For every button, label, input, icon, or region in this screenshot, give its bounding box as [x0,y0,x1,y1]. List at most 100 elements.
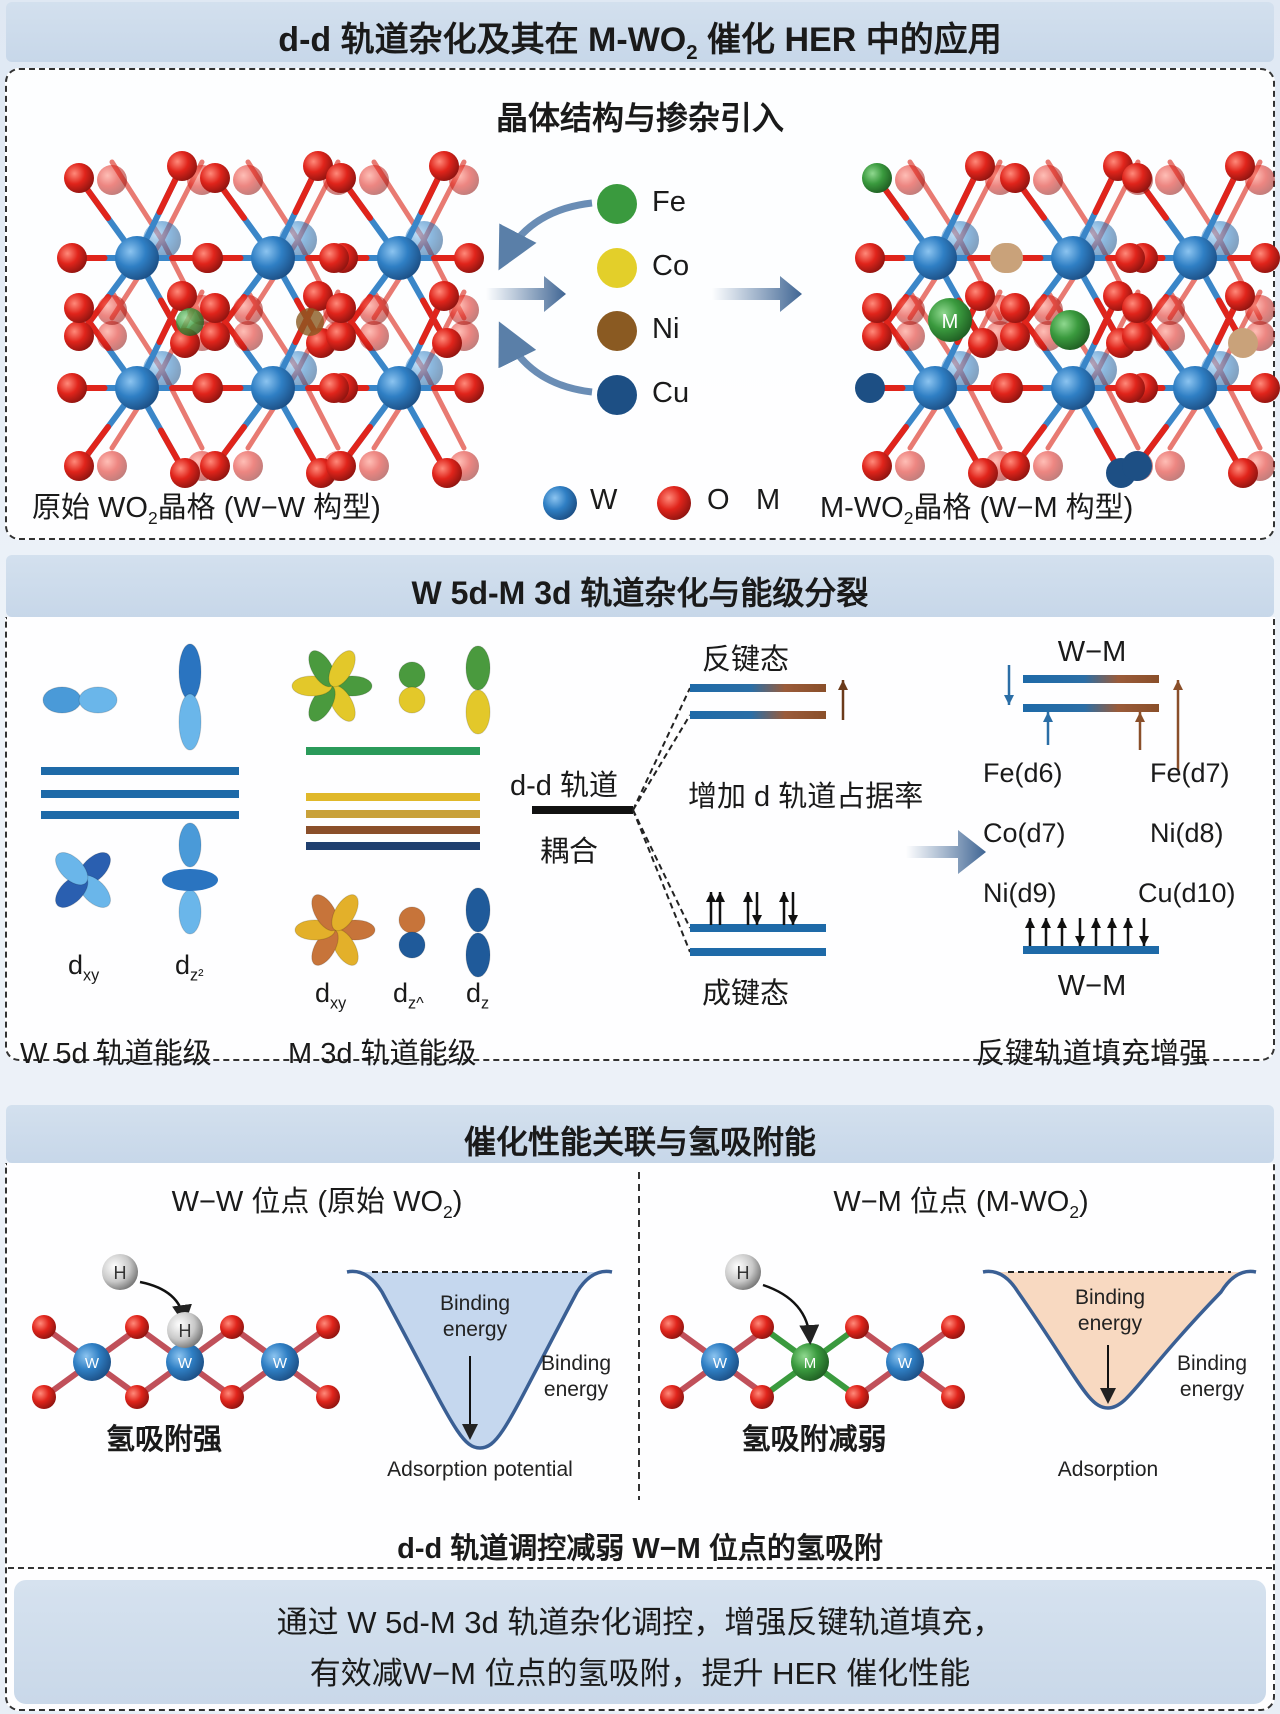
potential-well-right-fill [983,1271,1256,1408]
hydrogen-label: H [737,1263,750,1283]
right-well-side-label-2: energy [1179,1378,1245,1401]
panel-orbital-hybridization [5,617,1275,1061]
oxygen-atom [1122,163,1152,193]
spin-up-arrow-head [706,892,716,902]
oxygen-atom [303,281,333,311]
dopant-atom [1122,451,1152,481]
oxygen-atom-back [359,295,389,325]
spin-up-arrow-head [1123,918,1133,928]
left-well-side-label-1: Binding [540,1352,612,1375]
dopant-co-ball [597,248,637,288]
dopant-atom [296,308,324,336]
w-5d-caption: W 5d 轨道能级 [20,1038,212,1070]
spin-up-arrow-head [1135,712,1145,722]
oxygen-atom [862,451,892,481]
oxygen-atom [1250,373,1280,403]
bonding-level [690,924,826,932]
dopant-label-fe: Fe [652,186,686,218]
oxygen-atom [993,373,1023,403]
dopant-label-cu: Cu [652,377,690,409]
oxygen-atom-back [1155,321,1185,351]
potential-well-left-curve [346,1269,613,1450]
oxygen-atom-back [1155,295,1185,325]
atom-label: W [273,1355,288,1372]
orbital-lobe [328,650,356,688]
oxygen-atom [941,1315,965,1339]
legend-o-ball [657,486,691,520]
orbital-lobe [398,906,426,934]
correlation-dashed-line [632,687,691,811]
oxygen-atom [1000,293,1030,323]
dopant-m-label: M [942,311,959,333]
w-energy-level [41,767,239,775]
spin-down-arrow-head [1004,695,1014,705]
orbital-lobe [465,645,491,691]
oxygen-atom [429,151,459,181]
oxygen-atom [660,1385,684,1409]
dopant-m-atom [791,1343,829,1381]
oxygen-atom-back [1155,165,1185,195]
potential-well-left-fill [347,1271,612,1448]
legend-m-label: M [756,484,781,516]
oxygen-atom [316,1315,340,1339]
orbital-lobe [331,894,359,932]
oxygen-atom-back [97,451,127,481]
oxygen-atom-back [359,451,389,481]
oxygen-atom-back [1033,451,1063,481]
atom-label: M [804,1355,817,1372]
oxygen-atom [200,163,230,193]
orbital-lobe [398,931,426,959]
oxygen-atom [1122,293,1152,323]
config-ni-d8: Ni(d8) [1150,818,1224,848]
atom-label: W [178,1355,193,1372]
wm-antibonding-level [1023,675,1159,683]
dopant-ni-ball [597,311,637,351]
tungsten-atom [115,366,159,410]
oxygen-atom-back [359,165,389,195]
tungsten-atom [73,1343,111,1381]
caption-doped-lattice: M-WO2晶格 (W−M 构型) [820,492,1134,528]
oxygen-atom [750,1385,774,1409]
m-energy-level [306,826,480,834]
oxygen-atom [32,1385,56,1409]
oxygen-atom-back [895,451,925,481]
oxygen-atom [220,1315,244,1339]
oxygen-atom [64,293,94,323]
oxygen-atom [1250,243,1280,273]
spin-down-arrow-head [752,915,762,925]
oxygen-atom [57,243,87,273]
oxygen-atom [319,243,349,273]
legend-w-ball [543,486,577,520]
oxygen-atom [968,458,998,488]
spin-up-arrow-head [1173,680,1183,690]
dopant-atom [1228,328,1258,358]
orbital-lobe [465,887,491,933]
curved-arrow-icon [498,199,593,271]
oxygen-atom-back [895,321,925,351]
oxygen-atom [432,458,462,488]
oxygen-atom-back [233,165,263,195]
tungsten-atom [115,236,159,280]
orbital-lobe [465,689,491,735]
spin-up-arrow-head [1025,918,1035,928]
wm-bonding-label: W−M [1057,970,1127,1002]
oxygen-atom-back [895,295,925,325]
oxygen-atom [303,151,333,181]
oxygen-atom [750,1315,774,1339]
oxygen-atom-back [97,321,127,351]
ww-site-title: W−W 位点 (原始 WO2) [171,1186,463,1222]
oxygen-atom-back [97,295,127,325]
oxygen-atom [167,281,197,311]
summary-line-2: 有效减W−M 位点的氢吸附，提升 HER 催化性能 [309,1656,971,1691]
orbital-lobe [398,661,426,689]
right-well-side-label-1: Binding [1176,1352,1248,1375]
spin-up-arrow-head [715,892,725,902]
oxygen-atom [1225,281,1255,311]
hydrogen-atom [725,1254,761,1290]
antibonding-level [690,711,826,719]
orbital-lobe [78,686,118,714]
oxygen-atom [965,281,995,311]
antibonding-level [690,684,826,692]
right-well-bottom-label: Adsorption [1057,1458,1159,1481]
